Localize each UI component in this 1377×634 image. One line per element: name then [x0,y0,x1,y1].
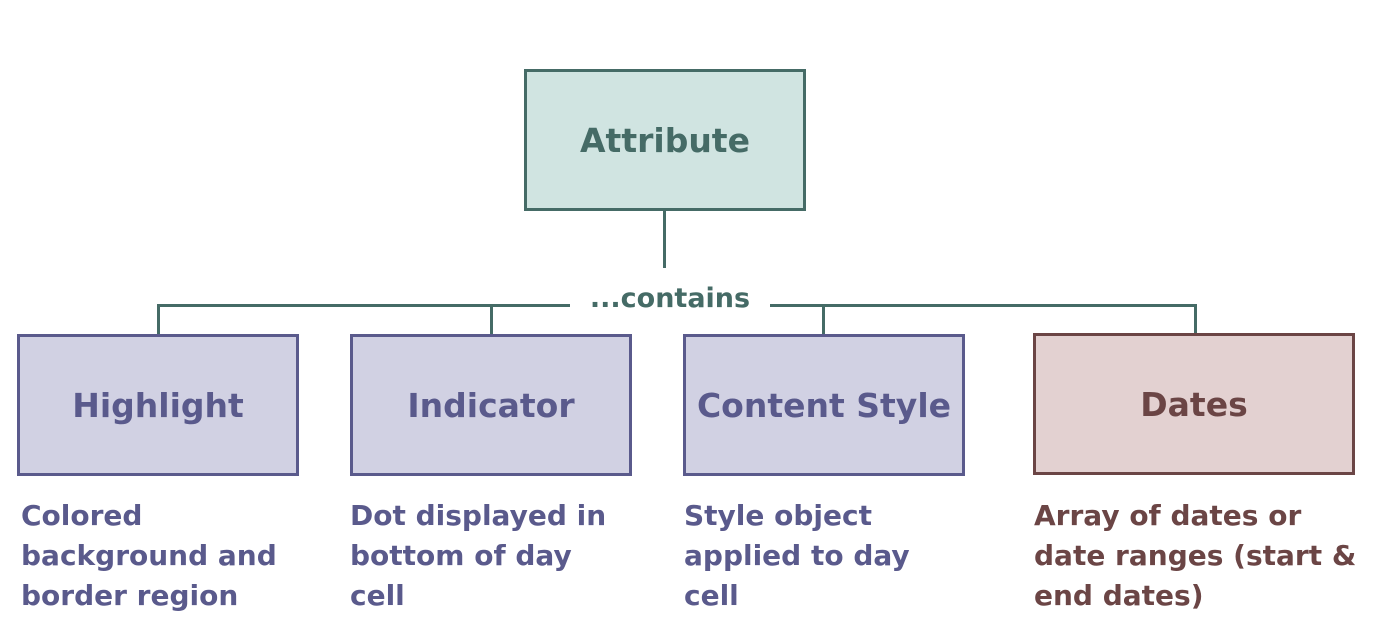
dates-description: Array of dates or date ranges (start & e… [1034,499,1357,612]
dates-node: Dates [1033,333,1355,475]
drop-line-highlight [157,304,160,335]
indicator-node: Indicator [350,334,632,476]
drop-line-dates [1194,304,1197,334]
highlight-node: Highlight [17,334,299,476]
contains-label: ...contains [570,280,770,316]
content-style-node: Content Style [683,334,965,476]
attribute-node: Attribute [524,69,806,211]
indicator-description: Dot displayed in bottom of day cell [350,499,607,612]
drop-line-content-style [822,304,825,335]
highlight-description: Colored background and border region [21,499,277,612]
root-stem-line [663,211,666,268]
drop-line-indicator [490,304,493,335]
content-style-description: Style object applied to day cell [684,499,910,612]
